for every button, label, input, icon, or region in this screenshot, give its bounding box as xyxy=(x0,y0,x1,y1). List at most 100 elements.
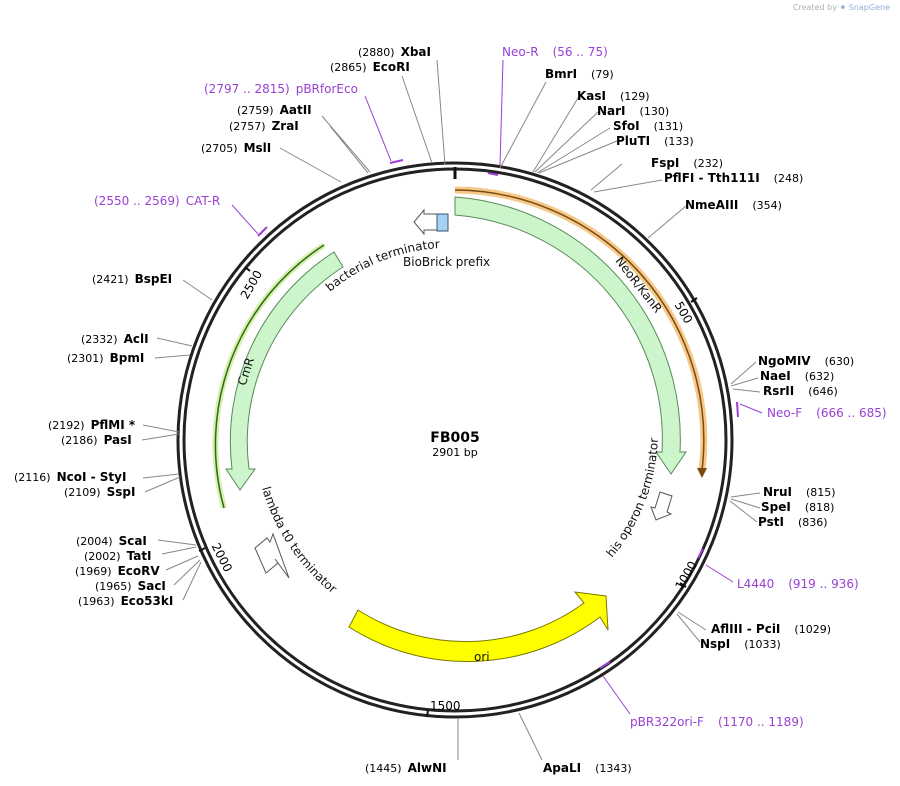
primer-pbrforeco[interactable]: (2797 .. 2815)pBRforEco xyxy=(204,82,358,96)
enzyme-scai[interactable]: (2004)ScaI xyxy=(76,534,147,548)
enzyme-saci[interactable]: (1965)SacI xyxy=(95,579,166,593)
primer-l4440[interactable]: L4440(919 .. 936) xyxy=(737,577,859,591)
enzyme-eco53ki[interactable]: (1963)Eco53kI xyxy=(78,594,173,608)
tick-2000: 2000 xyxy=(209,541,235,575)
enzyme-ngomiv[interactable]: NgoMIV(630) xyxy=(758,354,854,368)
his-operon-terminator-arrow[interactable] xyxy=(650,491,673,521)
enzyme-pluti[interactable]: PluTI(133) xyxy=(616,134,694,148)
primer-cat-r[interactable]: (2550 .. 2569)CAT-R xyxy=(94,194,220,208)
bacterial-terminator-arrow[interactable] xyxy=(413,208,441,236)
neo-primer-arrow xyxy=(454,186,708,478)
leader-pflmi-pasi xyxy=(141,424,180,441)
ticks xyxy=(198,266,698,718)
leader-bmri xyxy=(499,81,547,169)
enzyme-rsrii[interactable]: RsrII(646) xyxy=(763,384,838,398)
neo-r-mark xyxy=(487,172,499,176)
enzyme-sfoi[interactable]: SfoI(131) xyxy=(613,119,683,133)
leader-kasi-plu xyxy=(532,97,618,174)
enzyme-afliii-pcii[interactable]: AflIII - PciI(1029) xyxy=(711,622,831,636)
leader-nrui-spei-psti xyxy=(729,492,761,523)
enzyme-zrai[interactable]: (2757)ZraI xyxy=(229,119,299,133)
enzyme-bmri[interactable]: BmrI(79) xyxy=(545,67,614,81)
enzyme-apali[interactable]: ApaLI(1343) xyxy=(543,761,632,775)
enzyme-msli[interactable]: (2705)MslI xyxy=(201,141,271,155)
enzyme-nspi[interactable]: NspI(1033) xyxy=(700,637,781,651)
l4440-mark xyxy=(697,548,704,559)
leader-ncoi-sspi xyxy=(142,473,181,493)
leader-neo-r xyxy=(499,59,504,166)
enzyme-ncoi-styi[interactable]: (2116)NcoI - StyI xyxy=(14,470,126,484)
biobrick-prefix-feature[interactable] xyxy=(436,213,449,232)
enzyme-bspei[interactable]: (2421)BspEI xyxy=(92,272,172,286)
leader-cat-r xyxy=(231,204,259,235)
leader-xbai xyxy=(436,59,446,166)
cm-primer-arc-core xyxy=(214,244,325,509)
enzyme-leaders xyxy=(141,59,761,761)
primer-neo-f[interactable]: Neo-F(666 .. 685) xyxy=(767,406,887,420)
backbone xyxy=(176,161,734,719)
primer-pbr322ori-f[interactable]: pBR322ori-F(1170 .. 1189) xyxy=(630,715,804,729)
leader-aatii-zrai xyxy=(321,115,371,174)
leader-ecori xyxy=(401,75,433,164)
tick-2500-mark xyxy=(244,266,251,272)
cm-primer-arrow xyxy=(212,242,326,509)
neor-kanr-feature[interactable] xyxy=(454,196,687,475)
primer-neo-r[interactable]: Neo-R(56 .. 75) xyxy=(502,45,608,59)
snapgene-credit: Created by ⚫ SnapGene xyxy=(793,3,890,12)
backbone-outer-ring xyxy=(176,161,734,719)
enzyme-xbai[interactable]: (2880)XbaI xyxy=(358,45,431,59)
plasmid-length: 2901 bp xyxy=(432,446,477,459)
leader-nmeaiii xyxy=(647,205,687,239)
leader-apali xyxy=(518,712,543,761)
enzyme-bpmi[interactable]: (2301)BpmI xyxy=(67,351,144,365)
primer-labels: Neo-R(56 .. 75) (2797 .. 2815)pBRforEco … xyxy=(94,45,887,729)
ori-label: ori xyxy=(474,650,490,664)
enzyme-aatii[interactable]: (2759)AatII xyxy=(237,103,312,117)
enzyme-nrui[interactable]: NruI(815) xyxy=(763,485,836,499)
enzyme-sspi[interactable]: (2109)SspI xyxy=(64,485,135,499)
leader-pbr322ori-f xyxy=(602,675,631,715)
leader-l4440 xyxy=(705,564,734,583)
enzyme-acli[interactable]: (2332)AclI xyxy=(81,332,149,346)
tick-1000-mark xyxy=(679,582,687,588)
enzyme-pflfi-tth111i[interactable]: PflFI - Tth111I(248) xyxy=(664,171,803,185)
enzyme-nmeaiii[interactable]: NmeAIII(354) xyxy=(685,198,782,212)
enzyme-ecori[interactable]: (2865)EcoRI xyxy=(330,60,410,74)
tick-1500: 1500 xyxy=(430,699,461,713)
enzyme-spei[interactable]: SpeI(818) xyxy=(761,500,834,514)
primer-marks xyxy=(257,159,739,669)
plasmid-name: FB005 xyxy=(430,430,479,446)
cmr-feature[interactable] xyxy=(225,251,344,491)
enzyme-psti[interactable]: PstI(836) xyxy=(758,515,828,529)
lambda-terminator-arrow[interactable] xyxy=(254,532,290,579)
enzyme-tati[interactable]: (2002)TatI xyxy=(84,549,152,563)
neo-primer-arc-core xyxy=(454,189,705,471)
primer-leaders xyxy=(231,59,763,715)
tick-1500-mark xyxy=(426,709,429,718)
enzyme-labels: (2880)XbaI (2865)EcoRI (2759)AatII (2757… xyxy=(14,45,854,775)
leader-fspi xyxy=(590,163,663,193)
enzyme-pasi[interactable]: (2186)PasI xyxy=(61,433,132,447)
leader-bspei xyxy=(182,279,213,301)
enzyme-fspi[interactable]: FspI(232) xyxy=(651,156,723,170)
credit-prefix: Created by xyxy=(792,3,837,12)
neo-primer-arrowhead xyxy=(697,468,707,478)
ori-feature[interactable] xyxy=(348,591,609,662)
enzyme-naei[interactable]: NaeI(632) xyxy=(760,369,834,383)
cat-r-mark xyxy=(257,226,268,237)
enzyme-nari[interactable]: NarI(130) xyxy=(597,104,669,118)
leader-acli-bpmi xyxy=(154,337,193,359)
snapgene-logo-icon: ⚫ xyxy=(839,3,847,12)
leader-msli xyxy=(279,147,342,183)
pbrforeco-mark xyxy=(389,159,404,164)
enzyme-pflmi[interactable]: (2192)PflMI * xyxy=(48,418,136,432)
leader-ngomiv xyxy=(730,361,761,393)
biobrick-prefix-label: BioBrick prefix xyxy=(403,255,490,269)
enzyme-kasi[interactable]: KasI(129) xyxy=(577,89,650,103)
leader-afliii xyxy=(676,611,707,643)
enzyme-ecorv[interactable]: (1969)EcoRV xyxy=(75,564,160,578)
leader-pbrforeco xyxy=(364,95,392,162)
neo-f-mark xyxy=(736,401,739,418)
enzyme-alwni[interactable]: (1445)AlwNI xyxy=(365,761,447,775)
